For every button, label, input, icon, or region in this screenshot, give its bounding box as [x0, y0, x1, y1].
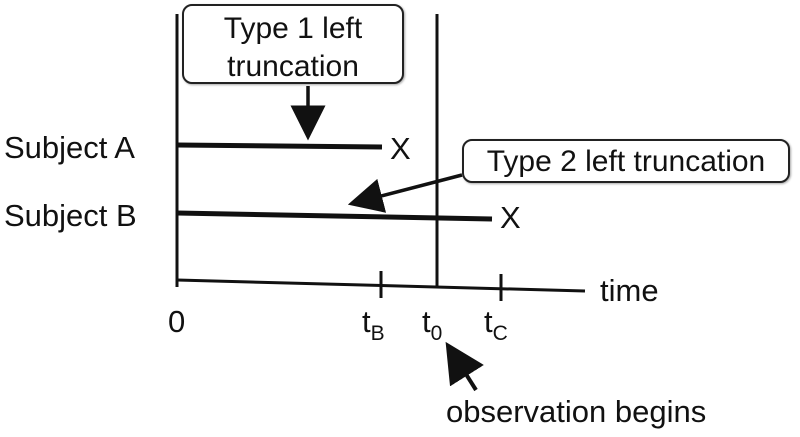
type2-callout: Type 2 left truncation	[462, 139, 790, 183]
origin-label: 0	[168, 304, 186, 339]
type1-callout-line2: truncation	[227, 49, 359, 83]
type1-callout-line1: Type 1 left	[223, 12, 363, 45]
subject-a-label: Subject A	[4, 130, 135, 165]
tick-label-tc: tC	[484, 304, 508, 345]
subject-a-timeline	[176, 142, 383, 150]
observation-begins-label: observation begins	[446, 394, 707, 429]
subject-a-event-marker: X	[390, 131, 411, 166]
tick-label-tb: tB	[362, 304, 385, 345]
subject-b-timeline	[176, 210, 493, 222]
type2-callout-text: Type 2 left truncation	[486, 145, 766, 178]
observation-arrow	[445, 341, 484, 392]
subject-b-label: Subject B	[4, 198, 137, 233]
subject-b-event-marker: X	[500, 200, 521, 235]
time-axis-label: time	[600, 273, 659, 308]
tick-label-t0: t0	[422, 304, 443, 345]
type1-callout: Type 1 left truncation	[182, 4, 404, 84]
type2-arrow	[347, 173, 463, 213]
